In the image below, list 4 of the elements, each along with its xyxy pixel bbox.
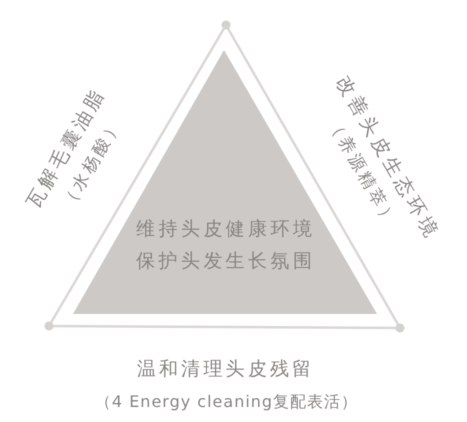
bottom-note: （4 Energy cleaning复配表活） [94, 392, 358, 412]
bottom-caption: 温和清理头皮残留 [136, 359, 314, 381]
center-text: 维持头皮健康环境 [135, 219, 316, 241]
center-text: 保护头发生长氛围 [135, 251, 316, 273]
